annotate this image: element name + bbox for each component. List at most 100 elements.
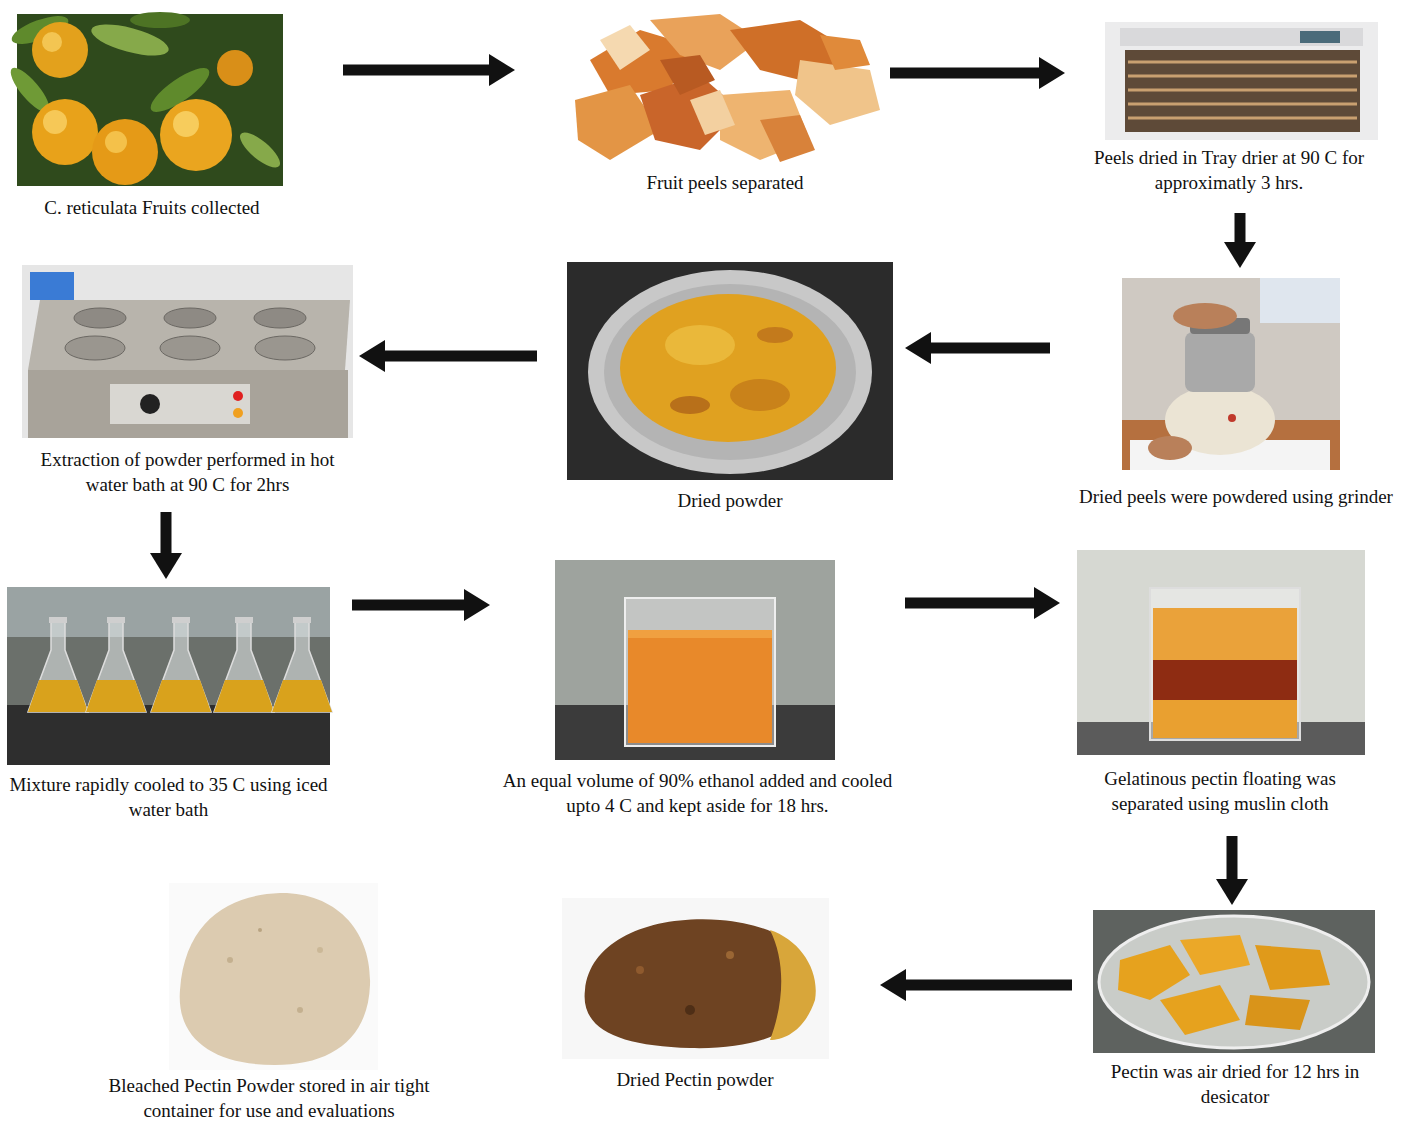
tray-drier-photo-part [1128,61,1357,64]
bleached-pectin-photo-part [317,947,323,953]
process-step: Gelatinous pectin floating was separated… [1070,550,1370,816]
grinder-photo-part [1122,278,1340,470]
desiccator-photo-part [1118,945,1190,1000]
desiccator-photo-part [1255,945,1330,990]
process-step: An equal volume of 90% ethanol added and… [500,560,895,818]
water-bath-photo-part [74,308,126,328]
flow-arrow [352,600,464,611]
fruit-photo-part [92,119,158,185]
flasks-photo-part [86,617,146,712]
peel-photo-part [660,55,715,95]
peel-photo-part [690,90,735,135]
step-caption: Mixture rapidly cooled to 35 C using ice… [5,772,332,822]
flow-arrow [343,65,489,76]
process-step: Dried powder [567,262,893,513]
fruit-photo-part [32,22,88,78]
peel-photo-part [600,25,650,70]
flasks-photo-part [272,617,332,712]
flow-arrow [905,598,1034,609]
ethanol-beaker-photo-part [625,598,775,746]
fruit-photo-part [160,99,232,171]
water-bath-photo-part [28,300,350,370]
grinder-photo-part [1148,436,1192,460]
process-step: C. reticulata Fruits collected [12,14,292,220]
tray-drier-photo-part [1128,117,1357,120]
water-bath-photo-part [110,384,250,424]
water-bath-photo-part [65,336,125,360]
powder-photo-part [757,327,793,343]
fruit-photo-part [105,131,127,153]
flow-arrow [161,512,172,553]
dried-pectin-photo-part [562,898,829,1059]
flasks-photo-part [214,617,274,712]
powder-photo-part [670,396,710,414]
tray-drier-photo-part [1125,50,1360,132]
pectin-beaker-photo-part [1150,588,1300,740]
powder-photo-part [665,325,735,365]
grinder-photo-part [1260,278,1340,323]
bleached-pectin-photo-part [180,893,370,1065]
flow-arrow [931,343,1050,354]
flow-arrow [385,351,537,362]
flasks-photo-part [7,705,330,765]
step-caption: Peels dried in Tray drier at 90 C for ap… [1070,145,1388,195]
bleached-pectin-photo [169,883,378,1070]
desiccator-photo-part [1180,935,1250,975]
tray-drier-photo [1105,22,1378,140]
step-caption: C. reticulata Fruits collected [12,195,292,220]
grinder-photo-part [1173,303,1237,329]
water-bath-photo-part [164,308,216,328]
tray-drier-photo-part [1128,103,1357,106]
step-caption: Fruit peels separated [565,170,885,195]
grinder-photo-part [1185,332,1255,392]
grinder-photo [1122,278,1340,470]
dried-pectin-photo [562,898,829,1059]
pectin-beaker-photo-part [1077,550,1365,755]
desiccator-photo-part [1160,985,1240,1035]
powder-photo-part [588,270,872,474]
water-bath-photo-part [30,272,74,300]
fruit-photo-part [17,14,283,186]
process-step: Mixture rapidly cooled to 35 C using ice… [5,587,332,822]
step-caption: Dried peels were powdered using grinder [1058,484,1414,509]
tray-drier-photo-part [1128,89,1357,92]
tray-drier-photo-part [1105,22,1378,140]
pectin-beaker-photo [1077,550,1365,755]
fruit-photo-part [43,110,67,134]
pectin-beaker-photo-part [1153,700,1297,738]
bleached-pectin-photo-part [258,928,262,932]
fruit-photo-part [42,32,62,52]
fruit-photo-part [217,50,253,86]
water-bath-photo-part [254,308,306,328]
desiccator-photo-part [1245,995,1310,1030]
flow-arrow [890,68,1039,79]
fruit-photo-part [130,12,190,28]
flasks-photo-part [151,617,211,712]
flow-arrow [1235,213,1246,242]
desiccator-photo-part [1099,916,1369,1048]
water-bath-photo-part [22,265,353,438]
water-bath-photo-part [233,391,243,401]
ethanol-beaker-photo-part [628,630,772,743]
ethanol-beaker-photo [555,560,835,760]
water-bath-photo-part [233,408,243,418]
step-caption: Bleached Pectin Powder stored in air tig… [80,1073,458,1123]
process-step: Fruit peels separated [565,14,885,195]
dried-pectin-photo-part [636,966,644,974]
dried-pectin-photo-part [770,930,816,1040]
fruit-photo-part [235,127,285,173]
powder-photo [567,262,893,480]
flow-arrow [906,980,1072,991]
water-bath-photo-part [140,394,160,414]
ethanol-beaker-photo-part [555,560,835,760]
tray-drier-photo-part [1300,31,1340,43]
dried-pectin-photo-part [726,951,734,959]
peel-photo-part [795,60,880,125]
process-step: Pectin was air dried for 12 hrs in desic… [1085,910,1385,1109]
fruit-photo-part [173,111,199,137]
flasks-photo-part [28,617,88,712]
peel-photo [575,14,880,162]
